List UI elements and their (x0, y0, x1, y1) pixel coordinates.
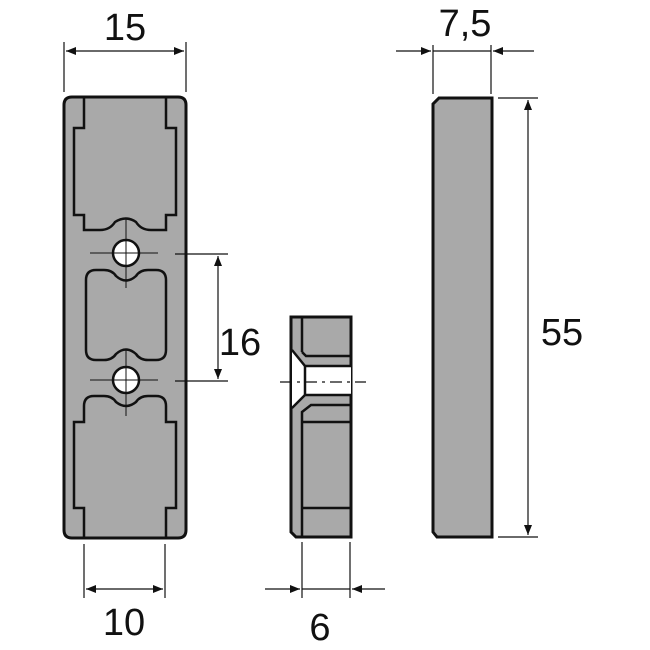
dimension-hole-spacing (175, 253, 228, 382)
dimension-thickness-top (396, 45, 534, 94)
side-section-view (280, 315, 366, 539)
dim-label-6: 6 (309, 607, 330, 649)
dim-label-55: 55 (541, 312, 583, 354)
dimension-thickness-side (265, 542, 385, 598)
side-view (431, 96, 494, 539)
dim-label-7-5: 7,5 (439, 3, 492, 45)
dim-label-10: 10 (103, 602, 145, 644)
dimension-width-bottom (83, 544, 166, 598)
dim-label-15: 15 (104, 7, 146, 49)
front-view (62, 95, 188, 540)
dim-label-16: 16 (219, 322, 261, 364)
dimension-width-top (63, 42, 187, 92)
dimension-height (498, 97, 538, 538)
